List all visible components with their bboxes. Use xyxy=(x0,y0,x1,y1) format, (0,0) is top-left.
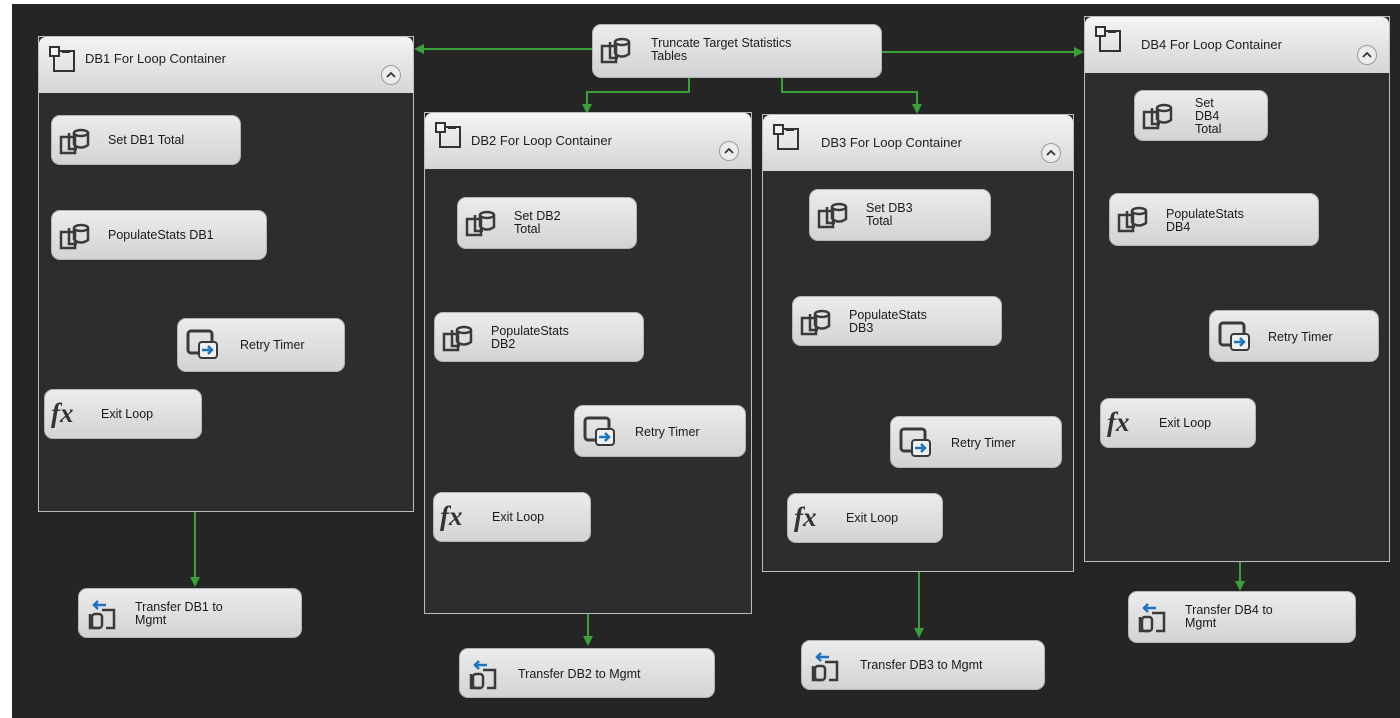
task-label: PopulateStats DB4 xyxy=(1166,208,1244,234)
control-flow-canvas[interactable]: fx fx fx fx fx fx fx fx Truncate Target … xyxy=(12,4,1400,718)
for-loop-container-icon xyxy=(1095,26,1121,52)
sql-task-icon xyxy=(600,37,631,64)
db1-for-loop-container[interactable]: DB1 For Loop Container xyxy=(38,36,414,512)
container-title: DB3 For Loop Container xyxy=(821,135,962,150)
truncate-task-label: Truncate Target Statistics Tables xyxy=(651,37,792,63)
set-db3-total-task[interactable]: Set DB3 Total xyxy=(809,189,991,241)
collapse-chevron-icon[interactable] xyxy=(719,141,739,161)
task-label: PopulateStats DB3 xyxy=(849,309,927,335)
set-db4-total-task[interactable]: Set DB4 Total xyxy=(1134,90,1268,141)
populatestats-db4-task[interactable]: PopulateStats DB4 xyxy=(1109,193,1319,246)
task-label: Set DB1 Total xyxy=(108,134,185,147)
task-label: Transfer DB4 to Mgmt xyxy=(1185,604,1273,630)
transfer-task-icon xyxy=(811,652,839,682)
db3-retry-timer-task[interactable]: Retry Timer xyxy=(890,416,1062,468)
expression-task-icon: fx xyxy=(794,502,817,532)
task-label: Retry Timer xyxy=(240,339,305,352)
populatestats-db1-task[interactable]: PopulateStats DB1 xyxy=(51,210,267,260)
transfer-task-icon xyxy=(1138,603,1166,633)
container-header[interactable]: DB4 For Loop Container xyxy=(1085,17,1389,73)
for-loop-container-icon xyxy=(435,122,461,148)
expression-task-icon: fx xyxy=(440,501,463,531)
expression-task-icon: fx xyxy=(51,398,74,428)
container-header[interactable]: DB1 For Loop Container xyxy=(39,37,413,93)
task-label: Exit Loop xyxy=(846,512,899,525)
transfer-task-icon xyxy=(469,660,497,690)
task-label: Retry Timer xyxy=(635,426,700,439)
container-header[interactable]: DB3 For Loop Container xyxy=(763,115,1073,171)
set-db1-total-task[interactable]: Set DB1 Total xyxy=(51,115,241,165)
populatestats-db2-task[interactable]: PopulateStats DB2 xyxy=(434,312,644,362)
container-title: DB4 For Loop Container xyxy=(1141,37,1282,52)
task-label: Set DB3 Total xyxy=(866,202,913,228)
execute-sql-task-icon xyxy=(59,223,90,250)
execute-sql-task-icon xyxy=(817,202,848,229)
transfer-db3-to-mgmt-task[interactable]: Transfer DB3 to Mgmt xyxy=(801,640,1045,690)
collapse-chevron-icon[interactable] xyxy=(381,65,401,85)
execute-sql-task-icon xyxy=(1142,103,1173,130)
set-db2-total-task[interactable]: Set DB2 Total xyxy=(457,197,637,249)
populatestats-db3-task[interactable]: PopulateStats DB3 xyxy=(792,296,1002,346)
execute-sql-task-icon xyxy=(800,309,831,336)
db3-exit-loop-task[interactable]: fx Exit Loop xyxy=(787,493,943,543)
for-loop-container-icon xyxy=(49,46,75,72)
task-label: PopulateStats DB1 xyxy=(108,229,214,242)
db2-exit-loop-task[interactable]: fx Exit Loop xyxy=(433,492,591,542)
db4-exit-loop-task[interactable]: fx Exit Loop xyxy=(1100,398,1256,448)
task-label: Set DB4 Total xyxy=(1195,97,1222,136)
task-label: PopulateStats DB2 xyxy=(491,325,569,351)
task-label: Transfer DB2 to Mgmt xyxy=(518,668,641,681)
execute-sql-task-icon xyxy=(465,210,496,237)
container-header[interactable]: DB2 For Loop Container xyxy=(425,113,751,169)
script-task-icon xyxy=(583,416,615,446)
execute-sql-task-icon xyxy=(1117,206,1148,233)
transfer-db1-to-mgmt-task[interactable]: Transfer DB1 to Mgmt xyxy=(78,588,302,638)
container-title: DB1 For Loop Container xyxy=(85,51,226,66)
transfer-db2-to-mgmt-task[interactable]: Transfer DB2 to Mgmt xyxy=(459,648,715,698)
db1-retry-timer-task[interactable]: Retry Timer xyxy=(177,318,345,372)
script-task-icon xyxy=(186,329,218,359)
script-task-icon xyxy=(1218,321,1250,351)
for-loop-container-icon xyxy=(773,124,799,150)
transfer-task-icon xyxy=(88,600,116,630)
db4-retry-timer-task[interactable]: Retry Timer xyxy=(1209,310,1379,362)
task-label: Retry Timer xyxy=(951,437,1016,450)
task-label: Retry Timer xyxy=(1268,331,1333,344)
script-task-icon xyxy=(899,427,931,457)
execute-sql-task-icon xyxy=(59,128,90,155)
constraint-truncate-db3 xyxy=(781,78,922,114)
task-label: Transfer DB1 to Mgmt xyxy=(135,601,223,627)
truncate-target-statistics-task[interactable]: Truncate Target Statistics Tables xyxy=(592,24,882,78)
container-title: DB2 For Loop Container xyxy=(471,133,612,148)
constraint-truncate-db2 xyxy=(582,78,690,114)
task-label: Exit Loop xyxy=(492,511,545,524)
collapse-chevron-icon[interactable] xyxy=(1041,143,1061,163)
task-label: Set DB2 Total xyxy=(514,210,561,236)
db1-exit-loop-task[interactable]: fx Exit Loop xyxy=(44,389,202,439)
db2-retry-timer-task[interactable]: Retry Timer xyxy=(574,405,746,457)
execute-sql-task-icon xyxy=(442,325,473,352)
collapse-chevron-icon[interactable] xyxy=(1357,45,1377,65)
transfer-db4-to-mgmt-task[interactable]: Transfer DB4 to Mgmt xyxy=(1128,591,1356,643)
task-label: Exit Loop xyxy=(101,408,154,421)
task-label: Exit Loop xyxy=(1159,417,1212,430)
task-label: Transfer DB3 to Mgmt xyxy=(860,659,983,672)
expression-task-icon: fx xyxy=(1107,407,1130,437)
